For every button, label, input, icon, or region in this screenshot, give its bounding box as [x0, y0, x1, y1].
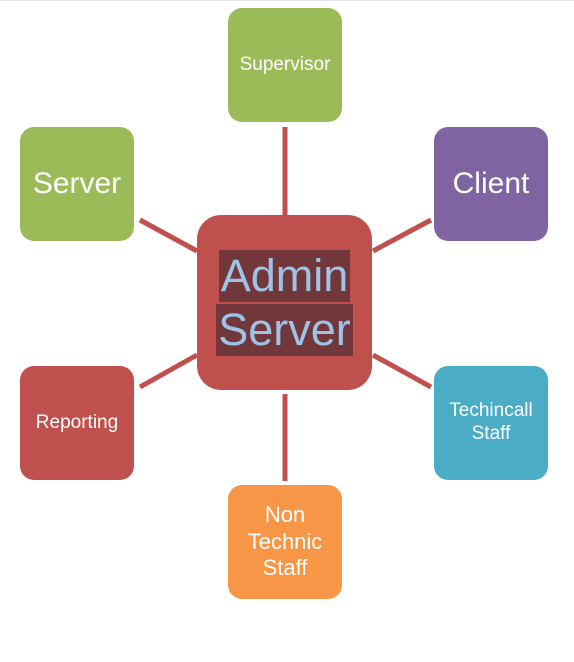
node-server: Server: [20, 127, 134, 241]
node-label-line1: Non: [264, 502, 306, 528]
node-label: Client: [452, 167, 530, 200]
node-label: Supervisor: [239, 53, 331, 75]
node-label-line2: Staff: [471, 423, 511, 444]
node-label-line2: Technic: [247, 528, 323, 554]
connector-client: [371, 217, 433, 254]
hub-label-line2: Server: [216, 303, 353, 356]
top-border-line: [0, 0, 574, 1]
node-label-line3: Staff: [262, 555, 308, 581]
node-non-technic-staff: Non Technic Staff: [228, 485, 342, 599]
node-client: Client: [434, 127, 548, 241]
node-label-line1: Techincall: [449, 400, 533, 422]
connector-technical-staff: [371, 352, 433, 390]
node-supervisor: Supervisor: [228, 8, 342, 122]
node-technical-staff: Techincall Staff: [434, 366, 548, 480]
node-label: Server: [32, 167, 122, 200]
connector-server: [138, 217, 199, 254]
connector-reporting: [138, 352, 199, 390]
hub-admin-server: Admin Server: [197, 215, 372, 390]
node-reporting: Reporting: [20, 366, 134, 480]
hub-label-line1: Admin: [218, 249, 351, 302]
node-label: Reporting: [35, 411, 119, 433]
